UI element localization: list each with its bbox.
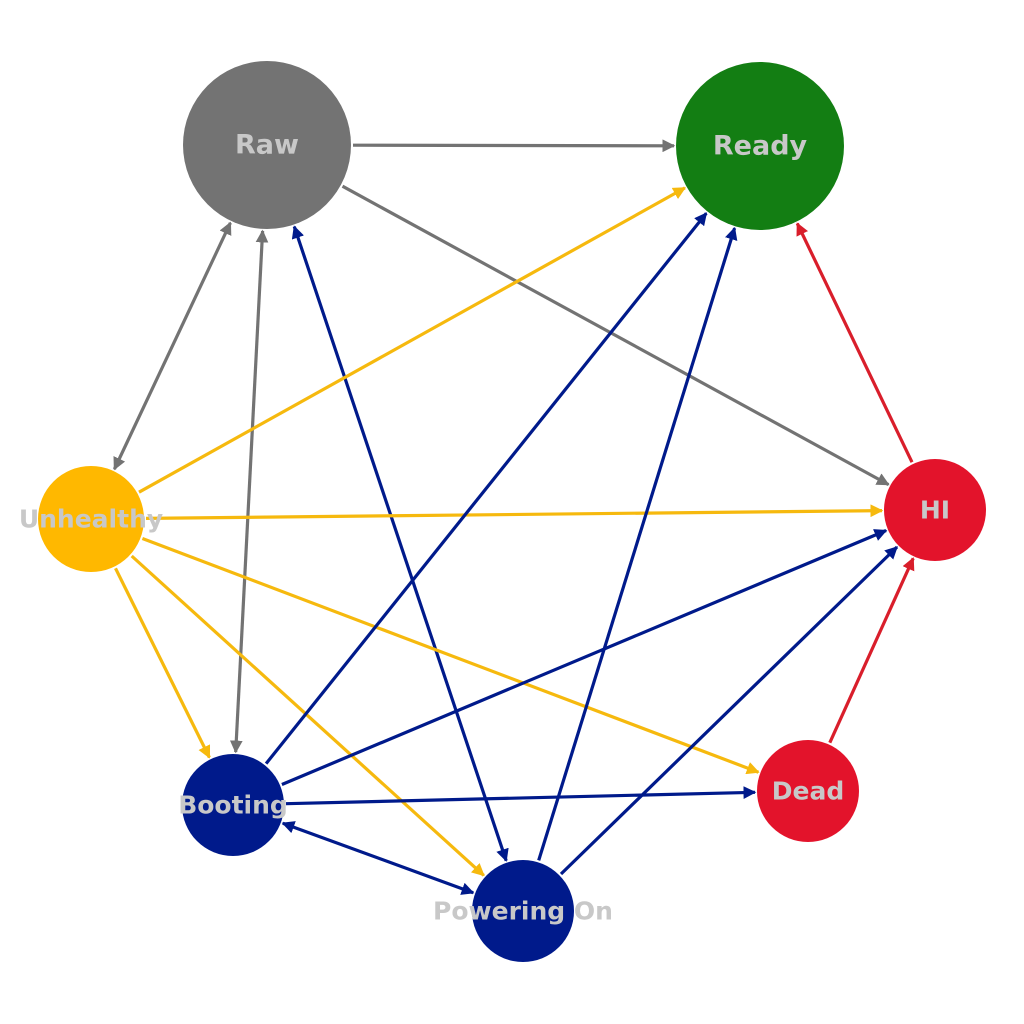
edge-unhealthy-to-hi (145, 504, 884, 520)
node-label-booting: Booting (178, 791, 288, 820)
node-label-dead: Dead (772, 777, 844, 806)
edge-powering-on-to-ready (537, 226, 738, 861)
edge-powering-on-to-hi (559, 545, 899, 876)
edges-layer (112, 139, 915, 895)
node-hi (884, 459, 986, 561)
edge-raw-to-booting (229, 229, 269, 754)
edge-raw-to-powering-on (291, 225, 509, 862)
node-dead (757, 740, 859, 842)
edge-raw-to-ready (352, 139, 676, 153)
edge-dead-to-hi (828, 557, 915, 744)
node-label-raw: Raw (235, 130, 299, 161)
node-ready (676, 62, 844, 230)
edge-raw-to-hi (341, 184, 890, 487)
edge-booting-to-ready (264, 212, 708, 765)
node-booting (182, 754, 284, 856)
edge-unhealthy-to-dead (141, 537, 760, 775)
node-label-powering-on: Powering On (433, 897, 613, 926)
edge-booting-to-hi (281, 529, 888, 786)
edge-unhealthy-to-powering-on (130, 554, 485, 877)
nodes-layer (38, 61, 986, 962)
edge-unhealthy-to-booting (114, 567, 211, 759)
node-label-ready: Ready (713, 131, 808, 162)
node-label-hi: HI (920, 496, 950, 525)
edge-booting-to-dead (285, 786, 757, 806)
node-label-unhealthy: Unhealthy (19, 505, 163, 534)
edge-raw-to-unhealthy (112, 221, 232, 471)
node-powering-on (472, 860, 574, 962)
edge-booting-to-powering-on (281, 821, 475, 895)
edge-hi-to-ready (795, 222, 914, 463)
edge-unhealthy-to-ready (138, 186, 687, 494)
node-raw (183, 61, 351, 229)
node-unhealthy (38, 466, 144, 572)
